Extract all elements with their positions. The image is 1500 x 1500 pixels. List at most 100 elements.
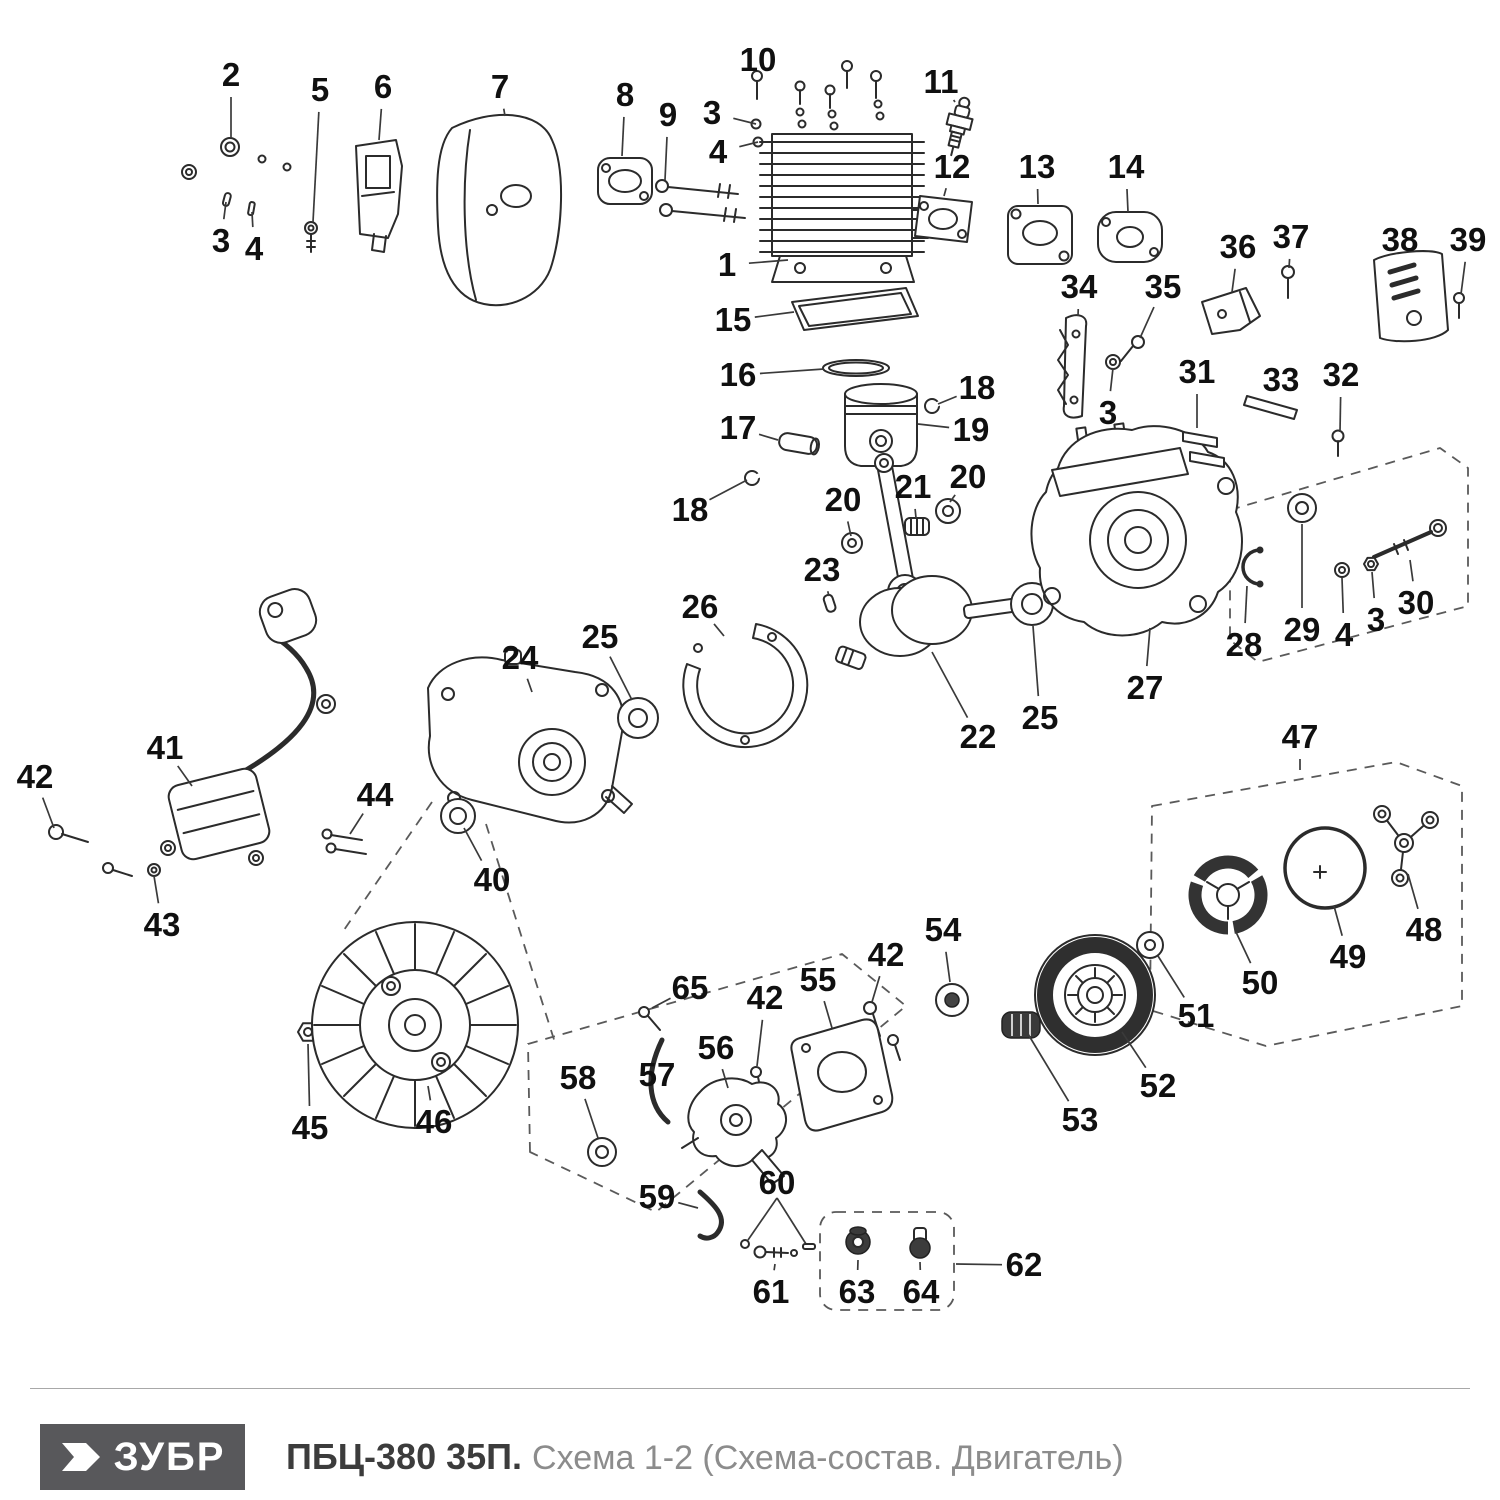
leader-line [307,1043,311,1107]
callout-56: 56 [698,1029,735,1066]
schema-subtitle: Схема 1-2 (Схема-состав. Двигатель) [532,1439,1124,1477]
leader-line [1032,625,1040,697]
part-31-pins [1182,431,1225,468]
callout-23: 23 [804,551,841,588]
leader-line [943,187,947,197]
leader-line [378,108,383,141]
leader-line [955,1263,1003,1266]
callout-5: 5 [311,71,329,108]
leader-line [713,623,725,637]
callout-62: 62 [1006,1246,1043,1283]
callout-42: 42 [747,979,784,1016]
leader-line [826,591,830,597]
leader-line [846,521,852,537]
part-55-gasket [790,1018,894,1132]
callout-58: 58 [560,1059,597,1096]
part-29-seal [1287,493,1317,523]
part-42-screws [48,824,901,1097]
callout-54: 54 [925,911,962,948]
part-57-hose [648,1037,671,1125]
leader-line [1333,905,1343,937]
callout-65: 65 [672,969,709,1006]
leader-line [1288,258,1291,269]
callout-8: 8 [616,76,634,113]
part-15-cylinder-gasket [791,287,919,331]
callout-18: 18 [959,369,996,406]
part-21-needle-bearing [904,517,930,536]
callout-11: 11 [924,63,959,100]
part-58-seal [587,1137,617,1167]
part-52-clutch-drum [1034,934,1156,1056]
callout-14: 14 [1108,148,1145,185]
callout-34: 34 [1061,268,1098,305]
leader-line [709,479,748,501]
part-2-nut-and-washers [181,137,292,217]
leader-line [1409,559,1414,582]
leader-line [754,311,795,318]
leader-line [584,1098,599,1139]
part-13-insulator [1007,205,1073,265]
part-26-crankcase-gasket [682,623,809,749]
part-20-bearings [841,498,961,554]
part-6-heat-deflector [355,139,403,253]
callout-3: 3 [1099,394,1117,431]
callout-20: 20 [950,458,987,495]
part-51-washer [1136,931,1164,959]
callout-64: 64 [903,1273,940,1310]
callout-4: 4 [1335,616,1354,653]
part-49-ring [1283,826,1367,910]
leader-line [739,141,759,148]
callout-3: 3 [703,94,721,131]
callout-35: 35 [1145,268,1182,305]
leader-line [914,508,917,519]
callout-1: 1 [718,246,736,283]
leader-line [945,951,951,983]
callout-32: 32 [1323,356,1360,393]
callout-25: 25 [582,618,619,655]
part-46-flywheel [311,921,519,1129]
part-65-screw [638,1006,661,1031]
part-64-valve [909,1227,931,1259]
leader-line [917,423,950,429]
leader-line [1460,261,1467,295]
zubr-logo: ЗУБР [40,1424,245,1490]
footer-title: ПБЦ-380 35П.Схема 1-2 (Схема-состав. Дви… [286,1436,1124,1478]
leader-line [937,395,957,405]
part-14-flange [1097,211,1163,263]
part-12-gasket [914,195,973,243]
leader-line [756,1019,764,1067]
part-34-baffle-plate [1057,314,1088,419]
construction-dashes [343,447,1469,1213]
part-9-screws [655,179,746,223]
callout-38: 38 [1382,221,1419,258]
callout-6: 6 [374,68,392,105]
leader-line [952,99,956,103]
part-48-spider [1373,805,1439,887]
callout-3: 3 [1367,601,1385,638]
callout-53: 53 [1062,1101,1099,1138]
leader-line [1139,306,1155,339]
callout-50: 50 [1242,964,1279,1001]
callout-31: 31 [1179,353,1216,390]
part-53-pinion [1001,1011,1041,1039]
part-7-muffler-cover [436,113,562,307]
leader-line [931,651,969,719]
callout-37: 37 [1273,218,1310,255]
part-28-circlip [1241,546,1264,588]
leader-line [758,433,779,441]
part-33-pin [1243,395,1298,420]
part-60-fasteners [740,1197,816,1250]
callout-7: 7 [491,68,509,105]
callout-22: 22 [960,718,997,755]
callout-29: 29 [1284,611,1321,648]
callout-52: 52 [1140,1067,1177,1104]
leader-line [871,975,881,1003]
part-61-screw [753,1245,798,1259]
callout-17: 17 [720,409,757,446]
part-35-screw [1105,335,1145,370]
callout-45: 45 [292,1109,329,1146]
callout-41: 41 [147,729,184,766]
callout-55: 55 [800,961,837,998]
leader-line [1109,367,1114,392]
part-16-piston-ring [822,359,890,377]
